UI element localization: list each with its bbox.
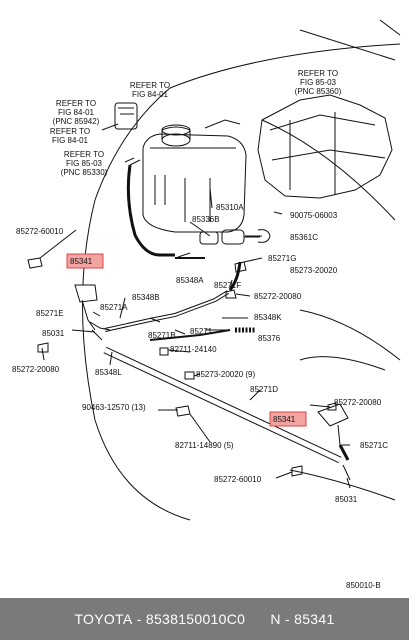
label-85271B: 85271B: [148, 331, 176, 340]
label-85376: 85376: [258, 334, 281, 343]
label-85310A: 85310A: [216, 203, 244, 212]
label-85271A: 85271A: [100, 303, 128, 312]
label-85271C: 85271C: [360, 441, 388, 450]
label-85272-20080-b: 85272-20080: [12, 365, 60, 374]
label-85272-20080-a: 85272-20080: [254, 292, 302, 301]
label-85272-60010-b: 85272-60010: [214, 475, 262, 484]
label-85271F: 85271F: [214, 281, 241, 290]
label-85336B: 85336B: [192, 215, 220, 224]
label-85272-20080-c: 85272-20080: [334, 398, 382, 407]
label-85348K: 85348K: [254, 313, 282, 322]
label-85341-left: 85341: [70, 257, 93, 266]
footer-brand: TOYOTA: [74, 611, 133, 627]
label-85348A: 85348A: [176, 276, 204, 285]
label-85031-a: 85031: [42, 329, 65, 338]
label-85348B: 85348B: [132, 293, 160, 302]
label-82711-14890: 82711-14890 (5): [175, 441, 234, 450]
label-85031-b: 85031: [335, 495, 358, 504]
label-85273-20020-b: 85273-20020 (9): [196, 370, 255, 379]
highlight-85341-left: [66, 253, 104, 269]
footer-gap: [245, 611, 270, 627]
label-85348L: 85348L: [95, 368, 122, 377]
diagram-code: 850010-B: [346, 581, 381, 590]
label-82711-24140: 82711-24140: [170, 345, 217, 354]
label-85271D: 85271D: [250, 385, 278, 394]
footer-part-number: 8538150010C0: [145, 611, 246, 627]
label-85271: 85271: [190, 327, 213, 336]
label-85273-20020-a: 85273-20020: [290, 266, 338, 275]
label-85271E: 85271E: [36, 309, 64, 318]
label-85272-60010-a: 85272-60010: [16, 227, 64, 236]
label-85271G: 85271G: [268, 254, 296, 263]
footer-sep-1: -: [132, 611, 146, 627]
label-85361C: 85361C: [290, 233, 318, 242]
label-90463-12570: 90463-12570 (13): [82, 403, 146, 412]
highlight-85341-right: [269, 411, 307, 427]
footer-ref-number: N - 85341: [270, 611, 335, 627]
label-85341-right: 85341: [273, 415, 296, 424]
footer-bar: TOYOTA - 8538150010C0 N - 85341: [0, 598, 409, 640]
label-90075-06003: 90075-06003: [290, 211, 338, 220]
